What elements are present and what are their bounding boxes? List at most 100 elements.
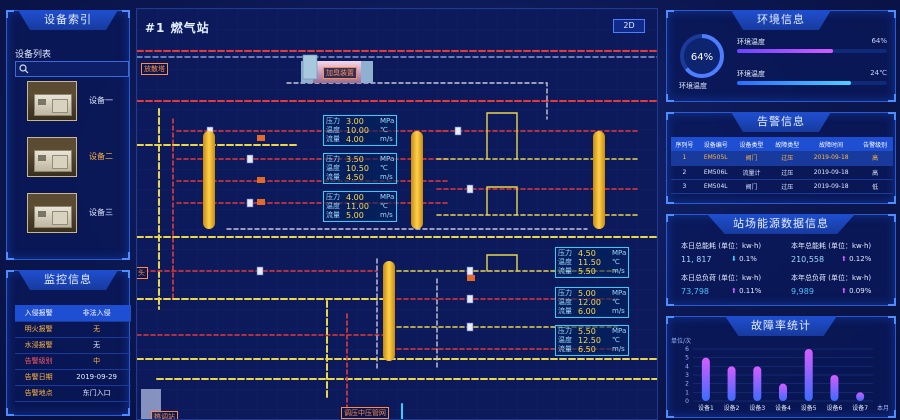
y-tick-label: 3 [685,372,689,379]
device-search-input[interactable] [32,63,126,75]
station-title: #1 燃气站 [145,21,210,35]
y-tick-label: 6 [685,346,689,353]
pipeline-diagram [137,9,657,419]
device-thumbnail [27,137,77,177]
energy-cell-today-consumption: 本日总能耗 (单位：kw·h) 11, 817 ⬇ 0.1% [681,242,762,264]
y-tick-label: 0 [685,398,689,405]
bar-设备5 [804,349,813,401]
monitor-value: 无 [62,337,131,354]
env-row-2: 环境温度 24℃ [737,69,887,95]
environment-panel: 环境信息 64% 环境温度 环境温度 64% 环境温度 24℃ [666,10,896,102]
env-row-1: 环境温度 64% [737,37,887,63]
x-tick-label: 设备3 [749,404,765,412]
bar-设备2 [727,366,736,401]
env-value: 24℃ [870,69,887,77]
monitor-header-key: 入侵报警 [15,305,63,322]
device-thumbnail [27,193,77,233]
y-tick-label: 4 [685,363,689,370]
monitor-key: 告警级别 [15,353,63,370]
arrow-up-icon: ⬆ [841,287,847,295]
failure-title: 故障率统计 [725,316,837,336]
monitor-key: 明火报警 [15,321,63,338]
monitor-header-value: 非法入侵 [62,305,131,322]
environment-title: 环境信息 [731,10,831,30]
search-icon [19,64,29,74]
device-index-panel: 设备索引 设备列表 设备一 设备二 设备三 [6,10,130,260]
bar-设备4 [779,383,787,401]
bar-设备7 [856,392,865,401]
table-row: 明火报警无 [15,321,131,338]
env-label: 环境温度 [737,70,765,78]
gauge-value: 64% [691,52,713,63]
period-label: 本月 [877,404,889,412]
monitor-value: 无 [62,321,131,338]
x-tick-label: 设备5 [801,404,817,412]
x-tick-label: 设备4 [775,404,791,412]
bar-设备1 [701,357,710,401]
y-axis-unit: 单位/次 [671,337,691,345]
table-header: 序列号设备编号设备类型 故障类型故障时间告警级别 [671,137,893,151]
arrow-down-icon: ⬇ [731,255,737,263]
device-list-label: 设备列表 [15,50,52,60]
device-item-2[interactable]: 设备二 [15,135,129,179]
y-tick-label: 5 [685,355,689,362]
energy-cell-year-consumption: 本年总能耗 (单位：kw·h) 210,558 ⬆ 0.12% [791,242,872,264]
alarm-title: 告警信息 [731,112,831,132]
monitor-title: 监控信息 [18,270,118,290]
y-tick-label: 2 [685,381,689,388]
x-tick-label: 设备6 [827,404,843,412]
device-search[interactable] [15,61,129,77]
energy-cell-today-load: 本日总负荷 (单位：kw·h) 73,798 ⬆ 0.11% [681,274,762,296]
device-item-name: 设备二 [89,152,113,161]
device-item-name: 设备一 [89,96,113,105]
device-item-3[interactable]: 设备三 [15,191,129,235]
env-value: 64% [871,37,887,45]
x-tick-label: 设备1 [698,404,714,412]
y-tick-label: 1 [685,389,689,396]
device-item-1[interactable]: 设备一 [15,79,129,123]
device-index-title: 设备索引 [18,10,118,30]
monitor-value: 2019-09-29 [62,369,131,386]
arrow-up-icon: ⬆ [841,255,847,263]
monitor-key: 告警日期 [15,369,63,386]
x-tick-label: 设备2 [724,404,740,412]
monitor-value: 中 [62,353,131,370]
gauge-label: 环境温度 [679,82,707,90]
device-thumbnail [27,81,77,121]
env-label: 环境温度 [737,38,765,46]
tag-vent-tower: 放散塔 [141,63,168,75]
tag-heat-station: 热调站 [151,411,178,419]
arrow-up-icon: ⬆ [731,287,737,295]
monitor-key: 水浸报警 [15,337,63,354]
env-progress [737,81,887,85]
monitor-value: 东门入口 [62,385,131,402]
table-row: 告警地点东门入口 [15,385,131,402]
table-row: 水浸报警无 [15,337,131,354]
table-row: 告警级别中 [15,353,131,370]
energy-cell-year-load: 本年总负荷 (单位：kw·h) 9,989 ⬆ 0.09% [791,274,872,296]
table-row: 入侵报警 非法入侵 [15,305,131,322]
device-item-name: 设备三 [89,208,113,217]
bar-设备3 [753,366,762,401]
view-2d-button[interactable]: 2D [613,19,645,33]
env-progress [737,49,887,53]
monitor-key: 告警地点 [15,385,63,402]
energy-panel: 站场能源数据信息 本日总能耗 (单位：kw·h) 11, 817 ⬇ 0.1% … [666,214,896,306]
tag-mid-pressure-network: 调压中压管网 [341,407,389,419]
